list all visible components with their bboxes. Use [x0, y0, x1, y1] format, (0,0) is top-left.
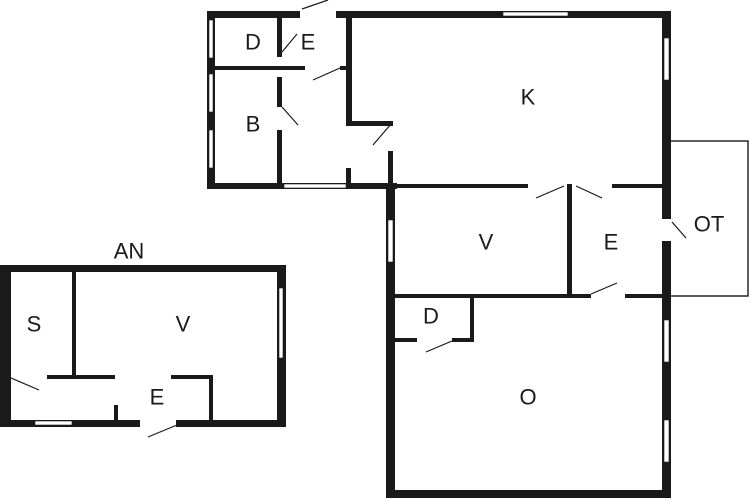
annex-title: AN	[114, 239, 145, 264]
wall	[567, 184, 572, 298]
wall	[209, 375, 213, 423]
room-label-s: S	[27, 312, 42, 337]
wall	[340, 66, 350, 70]
wall	[470, 294, 474, 340]
wall	[47, 375, 115, 379]
door-swing	[312, 67, 341, 81]
room-label-ot: OT	[694, 212, 725, 237]
door-swing	[10, 377, 40, 391]
wall	[277, 17, 282, 57]
room-label-e-mid: E	[604, 230, 619, 255]
wall-left	[0, 265, 11, 427]
wall	[388, 151, 393, 186]
wall	[114, 405, 118, 423]
window	[208, 129, 214, 169]
door-swing	[281, 33, 298, 53]
window	[278, 287, 284, 359]
window	[208, 73, 214, 113]
wall	[393, 294, 591, 298]
room-label-e-annex: E	[150, 385, 165, 410]
entry-gap	[300, 11, 336, 18]
wall	[277, 77, 282, 107]
wall-top	[0, 265, 286, 272]
door-swing	[671, 221, 687, 239]
window	[387, 219, 394, 263]
annex: AN S V E	[0, 239, 286, 438]
door-swing	[425, 340, 453, 353]
wall	[346, 121, 393, 126]
wall-top	[207, 11, 671, 18]
wall-left-lower	[386, 183, 395, 497]
window	[502, 11, 569, 17]
window	[663, 319, 670, 363]
wall	[213, 66, 305, 70]
wall-right	[662, 11, 671, 491]
wall	[171, 375, 213, 379]
wall-bottom	[176, 420, 286, 427]
wall-bottom	[386, 490, 671, 498]
wall	[393, 184, 528, 188]
window	[208, 19, 214, 59]
wall	[277, 130, 282, 186]
wall	[625, 294, 665, 298]
window	[663, 419, 670, 463]
room-label-k: K	[521, 85, 536, 110]
room-label-v: V	[479, 230, 494, 255]
door-swing	[590, 282, 618, 295]
main-unit: D E B K V E OT D O	[207, 0, 749, 498]
window	[283, 183, 347, 189]
door-swing	[372, 123, 392, 146]
wall	[346, 168, 351, 186]
room-label-d-small: D	[423, 304, 439, 329]
room-label-v-annex: V	[176, 312, 191, 337]
door-swing	[301, 0, 329, 10]
window	[663, 37, 670, 81]
door-swing	[281, 106, 299, 126]
door-swing	[575, 185, 603, 199]
room-label-e-top: E	[301, 30, 316, 55]
window	[34, 420, 73, 426]
wall	[72, 270, 76, 378]
room-label-b: B	[246, 112, 261, 137]
wall	[393, 338, 417, 342]
room-label-o: O	[519, 385, 536, 410]
wall	[612, 184, 664, 188]
wall	[346, 17, 352, 126]
door-swing	[147, 424, 178, 438]
wall	[452, 338, 474, 342]
terrace-door-gap	[662, 219, 671, 241]
door-swing	[535, 185, 565, 199]
room-label-d-top: D	[245, 30, 261, 55]
